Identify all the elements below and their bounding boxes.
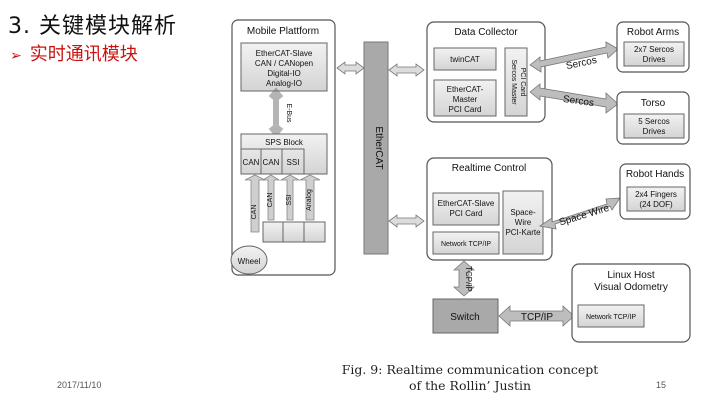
robot-hands-detail-1: 2x4 Fingers	[635, 190, 677, 199]
robot-arms-detail-1: 2x7 Sercos	[634, 45, 674, 54]
realtime-control-title: Realtime Control	[452, 163, 526, 174]
spacewire-card-line-1: Space-	[510, 208, 536, 217]
robot-hands-detail-2: (24 DOF)	[639, 200, 673, 209]
collector-master-line-1: EtherCAT-	[447, 85, 484, 94]
collector-master-line-3: PCI Card	[449, 105, 482, 114]
robot-hands-block: Robot Hands 2x4 Fingers (24 DOF)	[619, 163, 691, 220]
realtime-network-label: Network TCP/IP	[441, 241, 491, 248]
figure-caption: Fig. 9: Realtime communication concept o…	[320, 362, 620, 394]
data-collector-title: Data Collector	[454, 27, 518, 38]
mobile-plattform-block: Mobile Plattform EtherCAT-Slave CAN / CA…	[230, 19, 336, 276]
wheel-label: Wheel	[238, 257, 261, 266]
robot-arms-block: Robot Arms 2x7 Sercos Drives	[616, 21, 690, 73]
robot-arms-title: Robot Arms	[627, 27, 679, 38]
switch-label: Switch	[450, 312, 479, 323]
sercos-card-line-2: PCI Card	[519, 68, 526, 97]
realtime-ethercat-link	[388, 214, 425, 228]
tcpip-horizontal-label: TCP/IP	[521, 312, 554, 323]
sercos-label-2: Sercos	[562, 94, 594, 109]
bullet-arrow-icon: ➢	[10, 48, 22, 64]
down-label-ssi: SSI	[286, 194, 293, 205]
caption-line-1: Fig. 9: Realtime communication concept	[341, 362, 599, 377]
slide-bullet: ➢ 实时通讯模块	[10, 40, 138, 66]
footer-date: 2017/11/10	[57, 380, 102, 390]
sps-port-2: CAN	[263, 158, 280, 167]
realtime-control-block: Realtime Control EtherCAT-Slave PCI Card…	[426, 157, 553, 261]
slide-bullet-text: 实时通讯模块	[29, 44, 138, 65]
caption-line-2: of the Rollin’ Justin	[408, 378, 532, 393]
mobile-slave-line-2: CAN / CANopen	[255, 59, 313, 68]
down-label-can-1: CAN	[251, 205, 258, 220]
sps-block-label: SPS Block	[265, 138, 304, 147]
spacewire-label: Space Wire	[558, 203, 611, 229]
tcpip-vertical-label: TCP/IP	[464, 266, 473, 292]
sps-port-1: CAN	[243, 158, 260, 167]
realtime-slave-line-1: EtherCAT-Slave	[438, 199, 495, 208]
spacewire-card-line-2: Wire	[515, 218, 532, 227]
linux-host-block: Linux Host Visual Odometry Network TCP/I…	[571, 263, 691, 343]
robot-hands-title: Robot Hands	[626, 169, 684, 180]
collector-ethercat-link	[388, 63, 425, 77]
down-label-analog: Analog	[306, 189, 313, 211]
torso-block: Torso 5 Sercos Drives	[616, 91, 690, 145]
mobile-slave-line-3: Digital-IO	[267, 69, 300, 78]
slide-title: 3. 关键模块解析	[8, 14, 177, 39]
realtime-slave-line-2: PCI Card	[450, 209, 483, 218]
linux-host-title-2: Visual Odometry	[594, 282, 668, 293]
linux-network-label: Network TCP/IP	[586, 314, 636, 321]
tcpip-vertical-link	[452, 260, 476, 297]
mobile-plattform-title: Mobile Plattform	[247, 26, 319, 37]
torso-detail-1: 5 Sercos	[638, 117, 670, 126]
spacewire-card-line-3: PCI-Karte	[505, 228, 541, 237]
ethercat-label: EtherCAT	[373, 126, 384, 169]
linux-host-title-1: Linux Host	[607, 270, 654, 281]
robot-arms-detail-2: Drives	[643, 55, 666, 64]
twincat-label: twinCAT	[450, 55, 480, 64]
mobile-slave-line-4: Analog-IO	[266, 79, 302, 88]
sercos-card-line-1: Sercos Master	[510, 59, 517, 105]
collector-master-line-2: Master	[453, 95, 478, 104]
mobile-ethercat-link	[336, 61, 365, 75]
down-label-can-2: CAN	[267, 193, 274, 208]
wheel-icon	[230, 245, 268, 275]
page-number: 15	[656, 380, 667, 390]
torso-title: Torso	[641, 98, 666, 109]
torso-detail-2: Drives	[643, 127, 666, 136]
data-collector-block: Data Collector twinCAT EtherCAT- Master …	[426, 21, 546, 123]
mobile-slave-line-1: EtherCAT-Slave	[256, 49, 313, 58]
ebus-label: E-Bus	[285, 103, 292, 123]
ethercat-bus: EtherCAT	[363, 41, 389, 255]
switch-block: Switch	[432, 298, 499, 334]
sps-port-3: SSI	[287, 158, 300, 167]
